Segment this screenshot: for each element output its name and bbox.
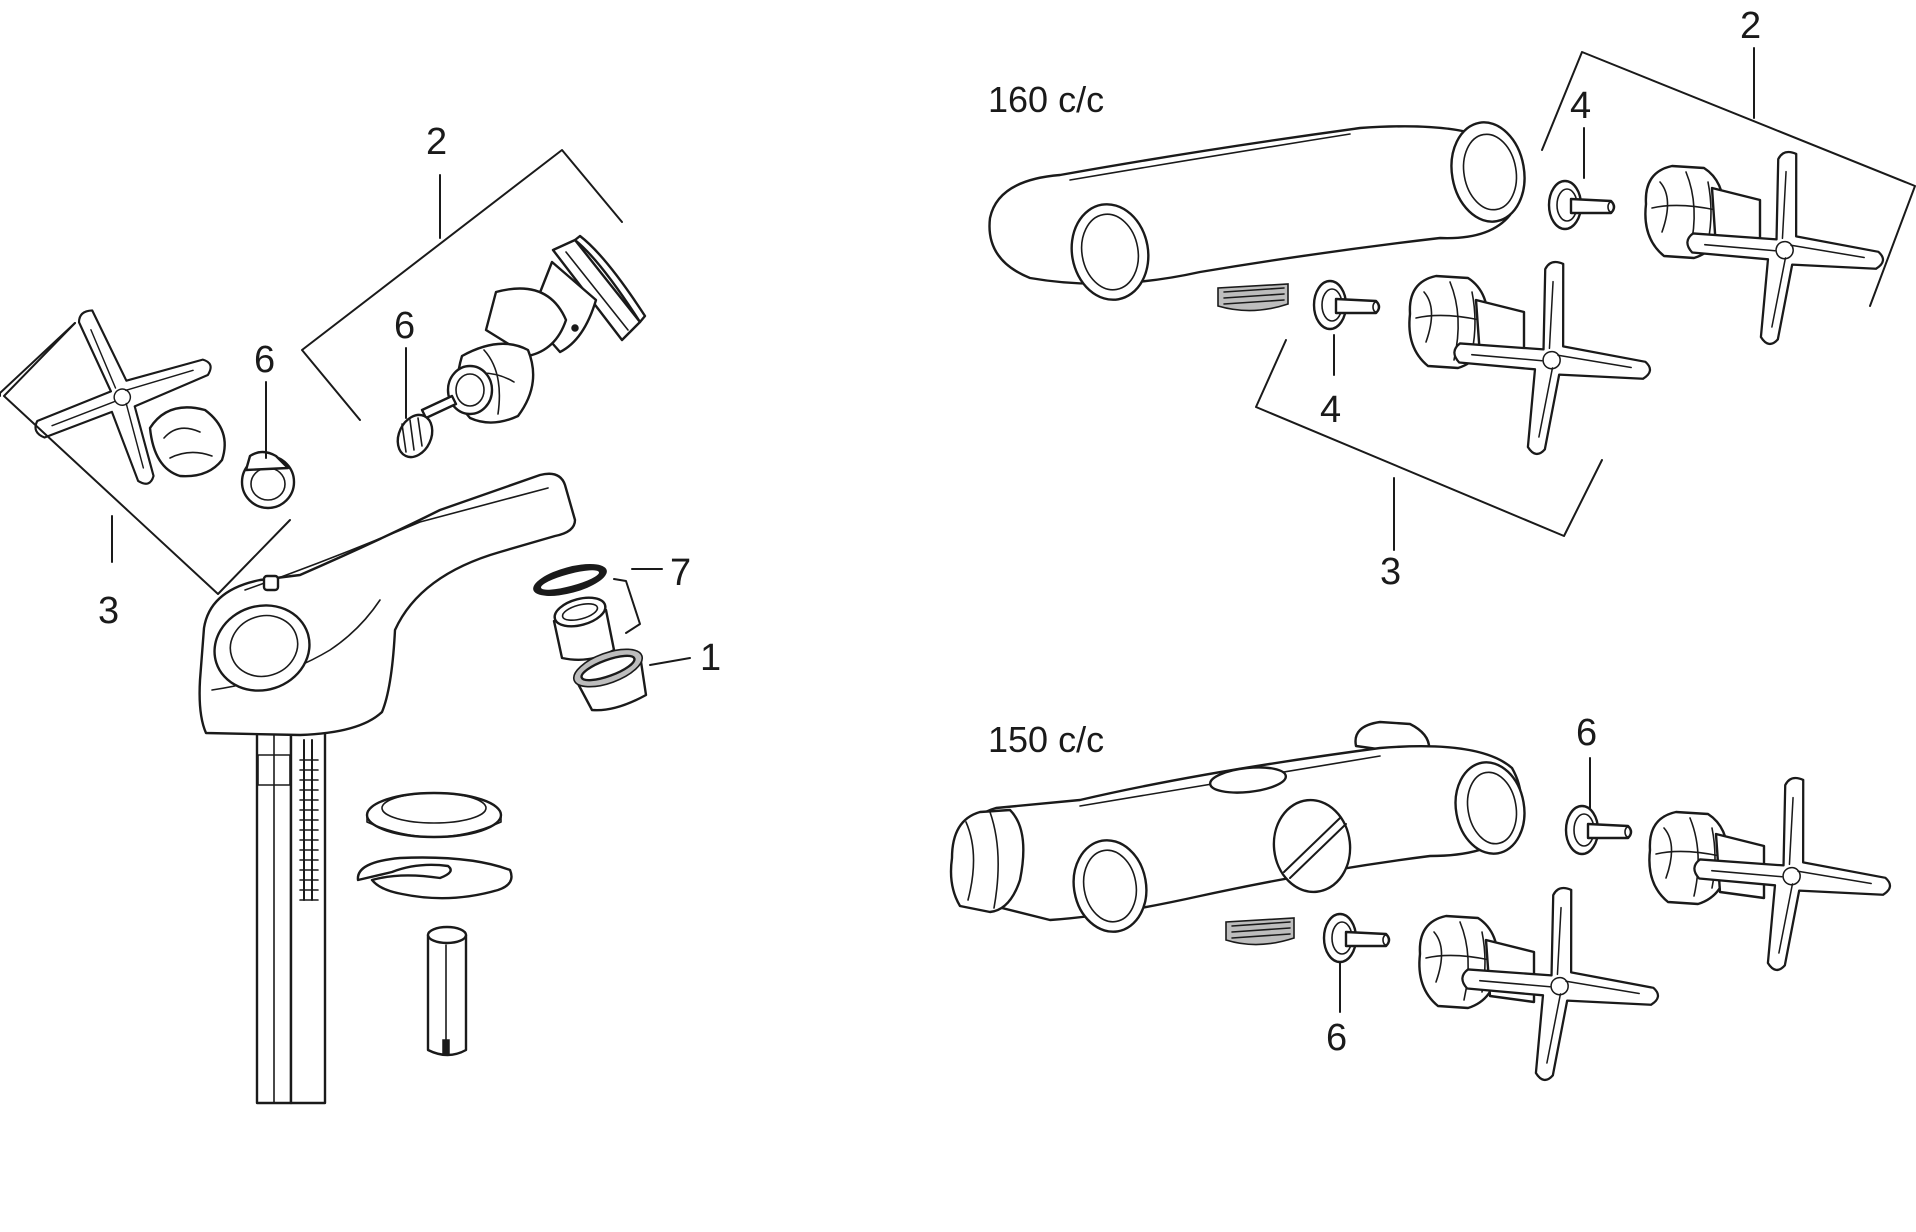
handle-lower-150 xyxy=(1418,874,1673,1096)
fixing-bolt xyxy=(426,925,468,1057)
handle-upper-150 xyxy=(1648,764,1905,986)
aerator-housing xyxy=(572,648,648,712)
br-callout-lines xyxy=(1339,757,1591,1013)
washer-6-lower xyxy=(1322,912,1391,964)
title-150cc: 150 c/c xyxy=(988,719,1104,760)
washer-4-upper xyxy=(1547,179,1616,231)
basin-mixer-assembly: 2 6 6 3 7 1 xyxy=(0,121,721,1105)
washer-4-lower xyxy=(1312,279,1381,331)
callout-label-3-tr: 3 xyxy=(1380,551,1401,593)
title-160cc: 160 c/c xyxy=(988,79,1104,120)
mixer-body-160 xyxy=(988,121,1526,312)
callout-label-4-top: 4 xyxy=(1570,85,1591,127)
callout-label-6-top: 6 xyxy=(394,305,415,347)
supply-pipes xyxy=(255,728,327,1105)
cross-handle-left xyxy=(4,278,241,513)
callout-label-6-mid: 6 xyxy=(254,339,275,381)
callout-label-1: 1 xyxy=(700,637,721,679)
callout-label-2-left: 2 xyxy=(426,121,447,163)
callout-label-3-left: 3 xyxy=(98,590,119,632)
washer-6-upper xyxy=(1564,804,1633,856)
tr-callout-lines xyxy=(1255,47,1916,551)
left-callout-lines xyxy=(0,149,691,666)
mixer-body xyxy=(198,472,577,737)
wall-mixer-150cc: 150 c/c xyxy=(949,712,1905,1096)
aerator-insert xyxy=(552,596,616,661)
handle-upper-160 xyxy=(1644,138,1898,360)
callout-label-4-bottom: 4 xyxy=(1320,389,1341,431)
wall-mixer-160cc: 160 c/c xyxy=(988,5,1916,593)
callout-label-7: 7 xyxy=(670,552,691,594)
callout-label-2-tr: 2 xyxy=(1740,5,1761,47)
handle-lower-160 xyxy=(1408,248,1665,470)
headwork-assembly xyxy=(396,234,647,459)
c-clip xyxy=(356,856,513,900)
washer-6-left xyxy=(240,450,296,510)
base-washer xyxy=(365,791,503,839)
aerator-o-ring xyxy=(533,564,607,596)
mixer-body-150 xyxy=(949,720,1526,946)
callout-label-6-br-bottom: 6 xyxy=(1326,1017,1347,1059)
callout-label-6-br-top: 6 xyxy=(1576,712,1597,754)
